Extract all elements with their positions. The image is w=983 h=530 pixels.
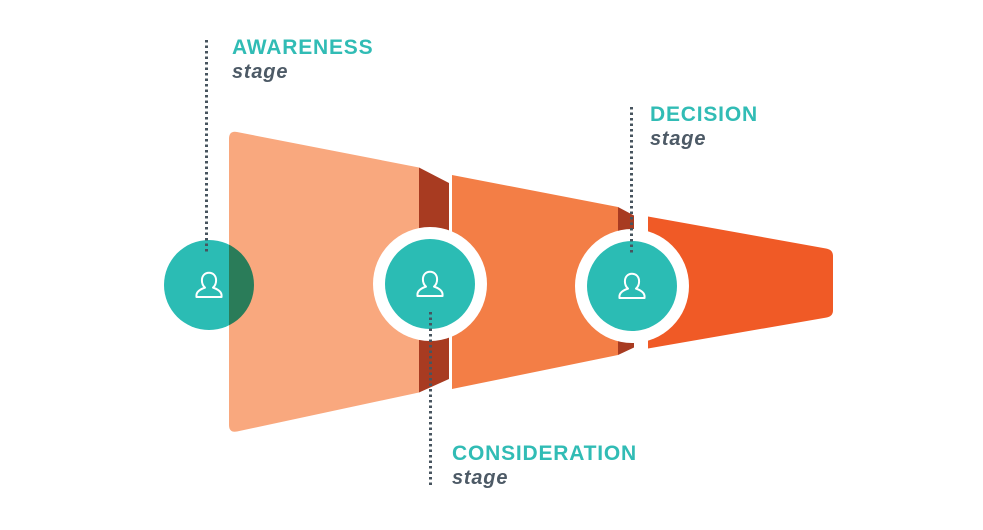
awareness-label-block: AWARENESS stage xyxy=(232,37,373,82)
person-icon xyxy=(195,271,223,298)
decision-badge-circle xyxy=(587,241,677,331)
consideration-sublabel: stage xyxy=(452,467,509,489)
awareness-connector-line xyxy=(205,40,208,254)
awareness-sublabel: stage xyxy=(232,61,289,83)
person-icon xyxy=(618,272,646,299)
decision-label: DECISION xyxy=(650,103,758,126)
awareness-label: AWARENESS xyxy=(232,36,374,59)
consideration-label-block: CONSIDERATION stage xyxy=(452,443,637,488)
funnel-segment-awareness xyxy=(229,131,419,432)
person-icon xyxy=(416,270,444,297)
consideration-label: CONSIDERATION xyxy=(452,442,638,465)
decision-sublabel: stage xyxy=(650,128,707,150)
funnel-segment-decision xyxy=(648,216,833,349)
decision-label-block: DECISION stage xyxy=(650,104,758,149)
decision-connector-line xyxy=(630,107,633,254)
funnel-segment-consideration xyxy=(452,175,618,389)
consideration-connector-line xyxy=(429,312,432,488)
awareness-badge-circle xyxy=(164,240,254,330)
